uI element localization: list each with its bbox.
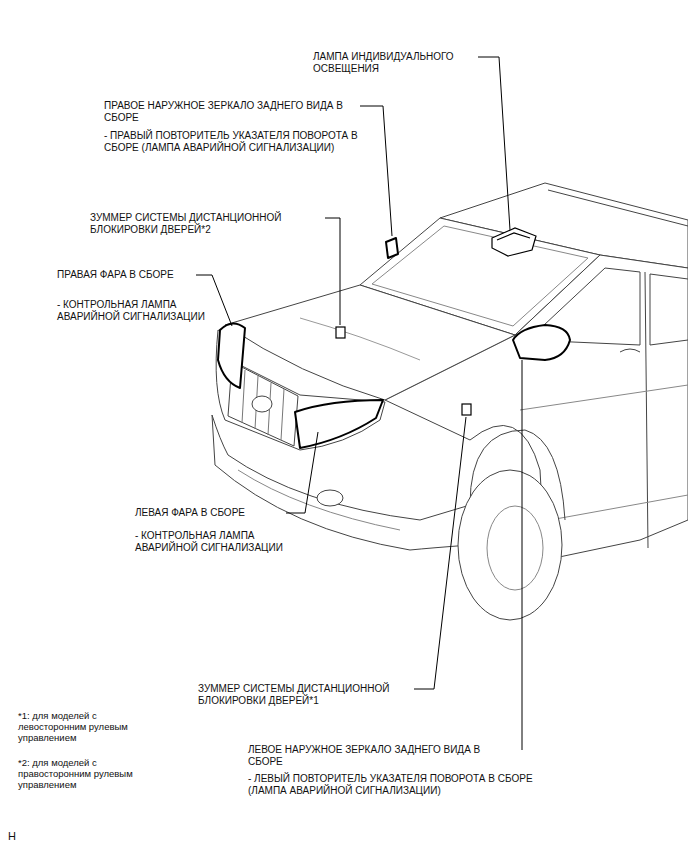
personal-lamp [492,228,536,256]
hood-crease [300,318,420,360]
part-label: ПРАВОЕ НАРУЖНОЕ ЗЕРКАЛО ЗАДНЕГО ВИДА В С… [104,100,359,124]
front-wheel [458,470,562,620]
leader-line [522,360,523,750]
sub-label: - КОНТРОЛЬНАЯ ЛАМПА АВАРИЙНОЙ СИГНАЛИЗАЦ… [57,299,237,323]
part-label: ЛЕВОЕ НАРУЖНОЕ ЗЕРКАЛО ЗАДНЕГО ВИДА В СБ… [248,744,516,768]
leader-line [360,106,392,236]
emblem [252,396,272,412]
part-label: ЗУММЕР СИСТЕМЫ ДИСТАНЦИОННОЙ БЛОКИРОВКИ … [90,212,320,236]
leader-line [286,432,318,513]
part-label: ЛЕВАЯ ФАРА В СБОРЕ [135,507,285,519]
small-parts [336,228,536,415]
part-label: ПРАВАЯ ФАРА В СБОРЕ [57,269,195,281]
parts [218,238,570,448]
part-label: ЛАМПА ИНДИВИДУАЛЬНОГО ОСВЕЩЕНИЯ [313,51,483,75]
right-headlamp [218,323,245,388]
grille-bars [242,370,284,440]
fog-lamp [317,490,343,506]
buzzer-lhd [462,404,471,415]
leader-line [478,57,510,230]
sub-label: - ЛЕВЫЙ ПОВТОРИТЕЛЬ УКАЗАТЕЛЯ ПОВОРОТА В… [248,773,533,797]
part-label: ЗУММЕР СИСТЕМЫ ДИСТАНЦИОННОЙ БЛОКИРОВКИ … [198,683,413,707]
door-gap [645,272,648,548]
leader-line [414,417,466,689]
right-mirror [386,238,398,258]
leader-lines [196,57,522,750]
body-line [520,385,688,410]
personal-lamp-detail [497,233,530,240]
footnote: *1: для моделей с левосторонним рулевым … [18,710,158,743]
side-step [550,495,688,520]
left-headlamp [295,400,383,448]
sub-label: - КОНТРОЛЬНАЯ ЛАМПА АВАРИЙНОЙ СИГНАЛИЗАЦ… [135,530,315,554]
sub-label: - ПРАВЫЙ ПОВТОРИТЕЛЬ УКАЗАТЕЛЯ ПОВОРОТА … [104,130,382,154]
footnote: *2: для моделей с правосторонним рулевым… [18,757,158,790]
figure-code: H [8,830,28,842]
left-mirror [513,325,570,360]
roof-rail [548,190,688,226]
rear-window [650,274,688,345]
bumper-line [238,470,400,530]
buzzer-rhd [336,327,345,338]
wheel-rim [487,506,543,590]
leader-line [325,218,340,325]
door-handle [620,349,640,352]
